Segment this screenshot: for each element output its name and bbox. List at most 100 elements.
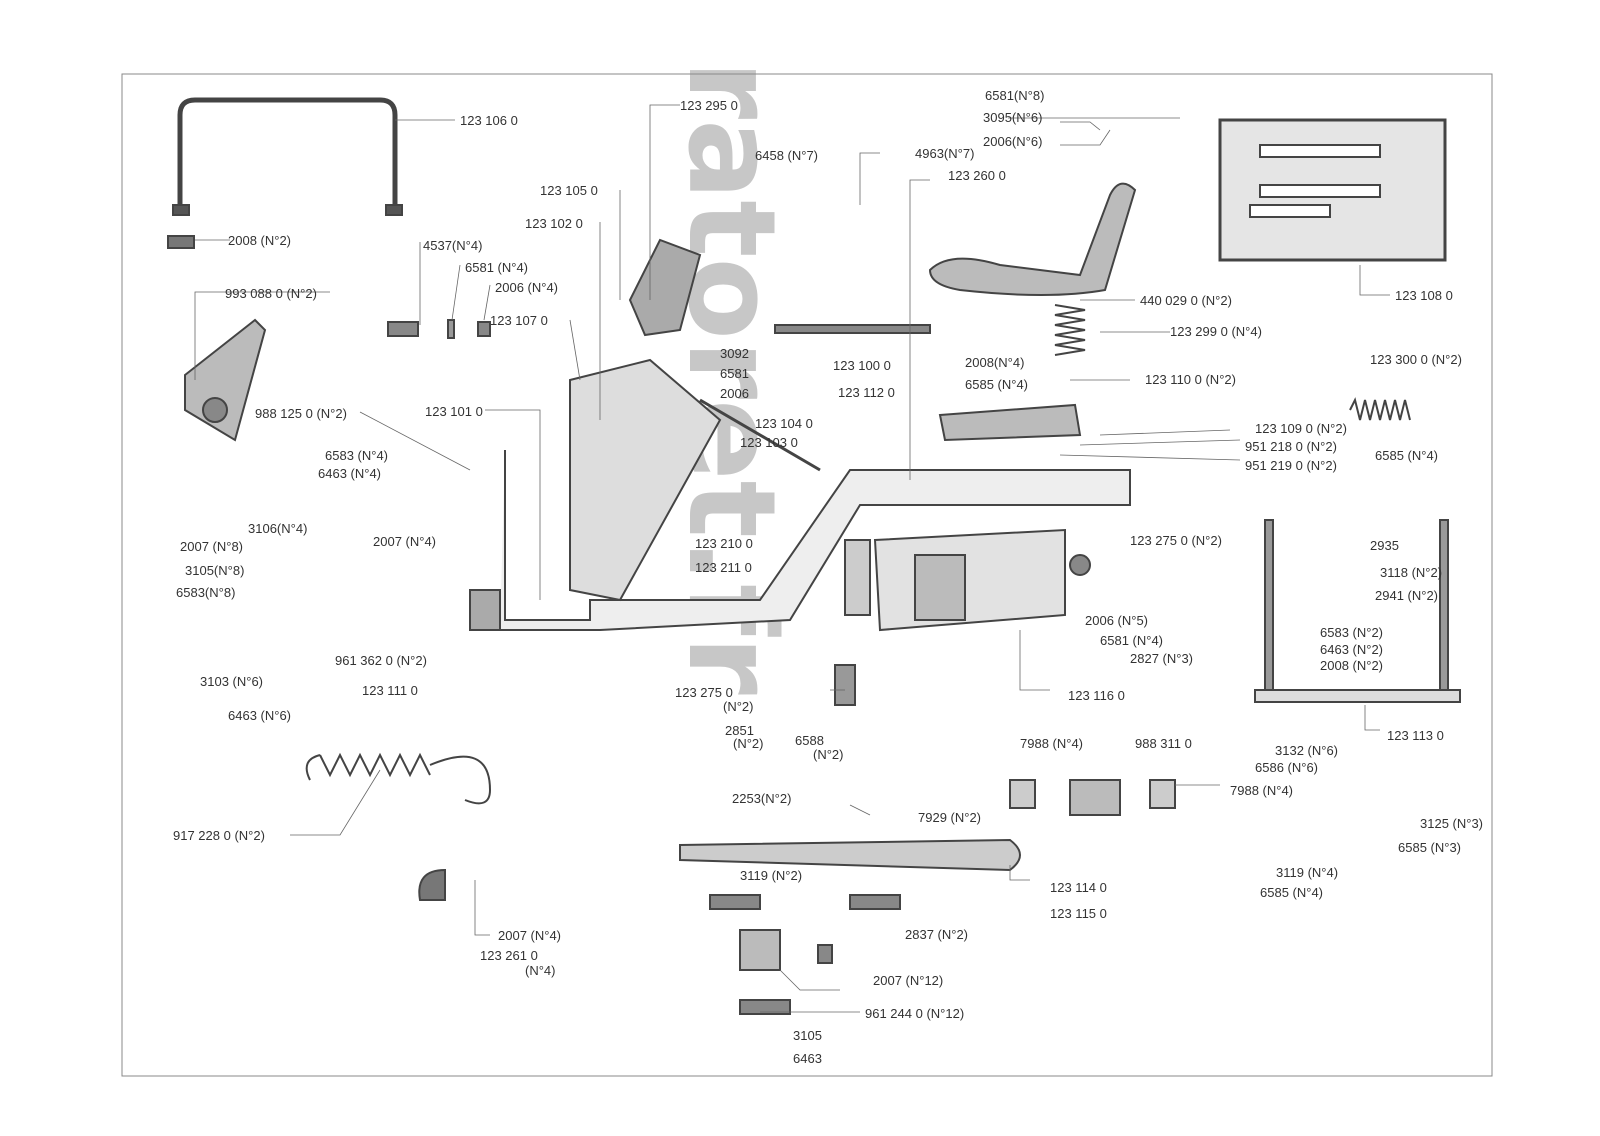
part-label: 6588 — [795, 733, 824, 748]
part-label: 6583(N°8) — [176, 585, 235, 600]
part-label: 6581 (N°4) — [1100, 633, 1163, 648]
part-label: 951 219 0 (N°2) — [1245, 458, 1337, 473]
part-label: 123 275 0 — [675, 685, 733, 700]
part-label: 6585 (N°3) — [1398, 840, 1461, 855]
part-label: 4963(N°7) — [915, 146, 974, 161]
nut-part — [817, 944, 833, 964]
part-label: 123 112 0 — [838, 385, 895, 400]
spring-part — [305, 752, 492, 805]
diagram-frame — [121, 73, 1493, 1077]
part-label: 988 311 0 — [1135, 736, 1192, 751]
part-label: 951 218 0 (N°2) — [1245, 439, 1337, 454]
rod-part — [774, 324, 931, 334]
part-label: 123 114 0 — [1050, 880, 1107, 895]
part-label: 2007 (N°4) — [373, 534, 436, 549]
part-label: 3103 (N°6) — [200, 674, 263, 689]
coupling-part — [1009, 779, 1176, 816]
part-label: 440 029 0 (N°2) — [1140, 293, 1232, 308]
part-label: 2008(N°4) — [965, 355, 1024, 370]
part-label: 3118 (N°2) — [1380, 565, 1442, 580]
part-label: 123 211 0 — [695, 560, 752, 575]
part-label: 2008 (N°2) — [1320, 658, 1383, 673]
part-label: 917 228 0 (N°2) — [173, 828, 265, 843]
part-label: 2006 — [720, 386, 749, 401]
part-label: (N°2) — [813, 747, 843, 762]
nameplate-part — [1218, 118, 1447, 262]
part-label: 123 101 0 — [425, 404, 483, 419]
bolt-part — [739, 999, 791, 1015]
spring-part — [1054, 304, 1086, 356]
part-label: 3125 (N°3) — [1420, 816, 1483, 831]
knob-part — [418, 868, 446, 901]
part-label: 6586 (N°6) — [1255, 760, 1318, 775]
platform-part — [873, 528, 1091, 632]
part-label: 123 107 0 — [490, 313, 548, 328]
part-label: 2827 (N°3) — [1130, 651, 1193, 666]
part-label: 961 362 0 (N°2) — [335, 653, 427, 668]
part-label: 2007 (N°4) — [498, 928, 561, 943]
part-label: 123 295 0 — [680, 98, 738, 113]
bolt-part — [387, 321, 419, 337]
part-label: 993 088 0 (N°2) — [225, 286, 317, 301]
part-label: 123 109 0 (N°2) — [1255, 421, 1347, 436]
part-label: 123 115 0 — [1050, 906, 1107, 921]
part-label: 2006 (N°4) — [495, 280, 558, 295]
u-bar-part — [172, 97, 403, 216]
part-label: 2007 (N°8) — [180, 539, 243, 554]
part-label: 123 106 0 — [460, 113, 518, 128]
part-label: 988 125 0 (N°2) — [255, 406, 347, 421]
washer-part — [447, 319, 455, 339]
part-label: 123 260 0 — [948, 168, 1006, 183]
part-label: 6581 — [720, 366, 749, 381]
handle-part — [628, 238, 702, 337]
part-label: 3119 (N°2) — [740, 868, 802, 883]
part-label: 3132 (N°6) — [1275, 743, 1338, 758]
part-label: 2851 — [725, 723, 754, 738]
plate-part — [844, 539, 871, 616]
bolt-part — [849, 894, 901, 910]
part-label: (N°2) — [723, 699, 753, 714]
part-label: 6585 (N°4) — [1375, 448, 1438, 463]
part-label: 123 300 0 (N°2) — [1370, 352, 1462, 367]
lever-part — [184, 318, 267, 442]
part-label: 123 111 0 — [362, 683, 418, 698]
part-label: 6581(N°8) — [985, 88, 1044, 103]
part-label: 123 108 0 — [1395, 288, 1453, 303]
part-label: 2006 (N°5) — [1085, 613, 1148, 628]
part-label: 2006(N°6) — [983, 134, 1042, 149]
part-label: 123 102 0 — [525, 216, 583, 231]
part-label: 6583 (N°4) — [325, 448, 388, 463]
parts — [167, 97, 1461, 1015]
part-label: 6463 — [793, 1051, 822, 1066]
part-label: (N°4) — [525, 963, 555, 978]
seat-part — [928, 182, 1137, 296]
part-label: 123 100 0 — [833, 358, 891, 373]
part-label: 3105 — [793, 1028, 822, 1043]
part-label: 7929 (N°2) — [918, 810, 981, 825]
part-label: 3106(N°4) — [248, 521, 307, 536]
part-label: 123 103 0 — [740, 435, 798, 450]
nut-part — [477, 321, 491, 337]
part-label: 123 261 0 — [480, 948, 538, 963]
part-label: 6585 (N°4) — [1260, 885, 1323, 900]
part-label: 6581 (N°4) — [465, 260, 528, 275]
part-label: 2008 (N°2) — [228, 233, 291, 248]
part-label: 6458 (N°7) — [755, 148, 818, 163]
plate-part — [938, 403, 1082, 442]
part-label: 2935 — [1370, 538, 1399, 553]
part-label: 961 244 0 (N°12) — [865, 1006, 964, 1021]
leader-lines — [194, 104, 1390, 1013]
part-label: 123 299 0 (N°4) — [1170, 324, 1262, 339]
part-label: 123 210 0 — [695, 536, 753, 551]
callout-labels: 123 106 0 2008 (N°2) 123 295 0 123 105 0… — [173, 88, 1483, 1066]
part-label: 6585 (N°4) — [965, 377, 1028, 392]
part-label: 2941 (N°2) — [1375, 588, 1438, 603]
bracket-part — [1254, 519, 1461, 703]
bolt-part — [167, 235, 195, 249]
arm-part — [679, 838, 1021, 872]
part-label: 2007 (N°12) — [873, 973, 943, 988]
part-label: 3095(N°6) — [983, 110, 1042, 125]
part-label: 3105(N°8) — [185, 563, 244, 578]
part-label: 2837 (N°2) — [905, 927, 968, 942]
